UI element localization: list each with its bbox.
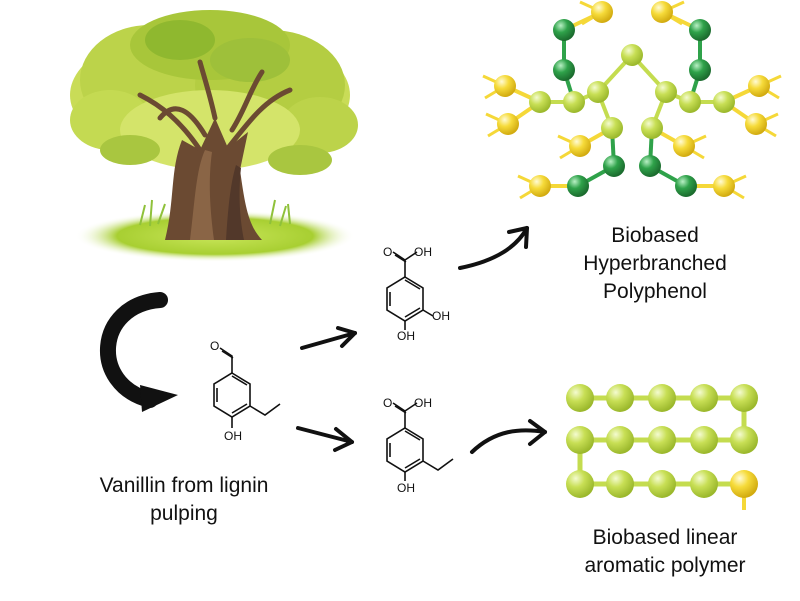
top-acid-structure <box>386 251 434 330</box>
polymer-monomer-bead <box>606 470 634 498</box>
polymer-monomer-bead <box>730 470 758 498</box>
polymer-monomer-bead <box>606 384 634 412</box>
top-acid-o: O <box>383 245 392 259</box>
polymer-monomer-bead <box>713 175 735 197</box>
polymer-monomer-bead <box>713 91 735 113</box>
vanillin-caption-line-2: pulping <box>150 502 218 525</box>
vanillin-caption-line-1: Vanillin from lignin <box>99 474 269 497</box>
hyperbranched-caption-line-2: Hyperbranched <box>583 252 727 275</box>
polymer-monomer-bead <box>587 81 609 103</box>
bottom-acid-structure <box>386 402 454 481</box>
polymer-monomer-bead <box>569 135 591 157</box>
polymer-monomer-bead <box>553 19 575 41</box>
polymer-monomer-bead <box>679 91 701 113</box>
top-ring-oh-1: OH <box>432 309 450 323</box>
top-acid-oh: OH <box>414 245 432 259</box>
polymer-monomer-bead <box>648 426 676 454</box>
top-ring-oh-2: OH <box>397 329 415 343</box>
polymer-monomer-bead <box>566 470 594 498</box>
polymer-monomer-bead <box>690 384 718 412</box>
polymer-monomer-bead <box>529 175 551 197</box>
polymer-monomer-bead <box>648 470 676 498</box>
grass-blades <box>139 199 291 227</box>
polymer-monomer-bead <box>675 175 697 197</box>
polymer-monomer-bead <box>567 175 589 197</box>
polymer-monomer-bead <box>689 19 711 41</box>
polymer-monomer-bead <box>566 426 594 454</box>
linear-caption-line-1: Biobased linear <box>592 526 738 549</box>
polymer-monomer-bead <box>553 59 575 81</box>
polymer-monomer-bead <box>651 1 673 23</box>
bottom-acid-oh: OH <box>414 396 432 410</box>
vanillin-caption: Vanillin from lignin pulping <box>64 472 304 528</box>
polymer-monomer-bead <box>601 117 623 139</box>
polymer-monomer-bead <box>606 426 634 454</box>
polymer-monomer-bead <box>655 81 677 103</box>
polymer-monomer-bead <box>641 117 663 139</box>
vanillin-structure <box>213 347 281 428</box>
vanillin-oh: OH <box>224 429 242 443</box>
polymer-monomer-bead <box>690 426 718 454</box>
vanillin-aldehyde-o: O <box>210 339 219 353</box>
polymer-monomer-bead <box>591 1 613 23</box>
polymer-monomer-bead <box>690 470 718 498</box>
polymer-monomer-bead <box>639 155 661 177</box>
polymer-monomer-bead <box>603 155 625 177</box>
polymer-monomer-bead <box>745 113 767 135</box>
linear-caption: Biobased linear aromatic polymer <box>560 524 770 580</box>
polymer-monomer-bead <box>673 135 695 157</box>
polymer-monomer-bead <box>689 59 711 81</box>
tree-trunk <box>137 59 293 240</box>
straight-arrow <box>296 226 547 454</box>
polymer-monomer-bead <box>529 91 551 113</box>
polymer-monomer-bead <box>648 384 676 412</box>
linear-polymer <box>566 384 758 510</box>
polymer-monomer-bead <box>494 75 516 97</box>
polymer-monomer-bead <box>748 75 770 97</box>
linear-caption-line-2: aromatic polymer <box>584 554 746 577</box>
polymer-monomer-bead <box>497 113 519 135</box>
polymer-monomer-bead <box>730 384 758 412</box>
hyperbranched-polymer <box>482 0 782 200</box>
hyperbranched-caption-line-1: Biobased <box>611 224 699 247</box>
tree-illustration <box>70 10 358 262</box>
hyperbranched-caption: Biobased Hyperbranched Polyphenol <box>545 222 765 306</box>
polymer-monomer-bead <box>730 426 758 454</box>
bottom-ring-oh: OH <box>397 481 415 495</box>
polymer-monomer-bead <box>563 91 585 113</box>
polymer-monomer-bead <box>566 384 594 412</box>
hyperbranched-caption-line-3: Polyphenol <box>603 280 707 303</box>
bottom-acid-o: O <box>383 396 392 410</box>
polymer-monomer-bead <box>621 44 643 66</box>
curved-arrow <box>99 292 178 412</box>
